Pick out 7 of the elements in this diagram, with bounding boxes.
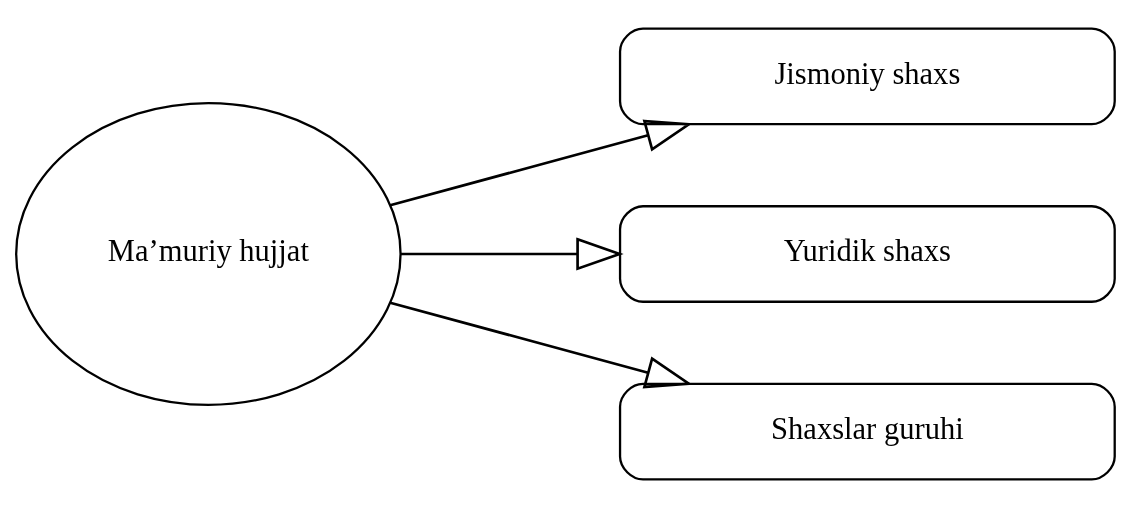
node-box: Shaxslar guruhi (618, 382, 1116, 481)
arrow (389, 301, 693, 389)
arrow (389, 119, 693, 207)
node-box: Yuridik shaxs (618, 205, 1116, 303)
arrow (400, 237, 624, 271)
node-ellipse: Ma’muriy hujjat (15, 101, 402, 407)
node-box: Jismoniy shaxs (618, 27, 1116, 126)
